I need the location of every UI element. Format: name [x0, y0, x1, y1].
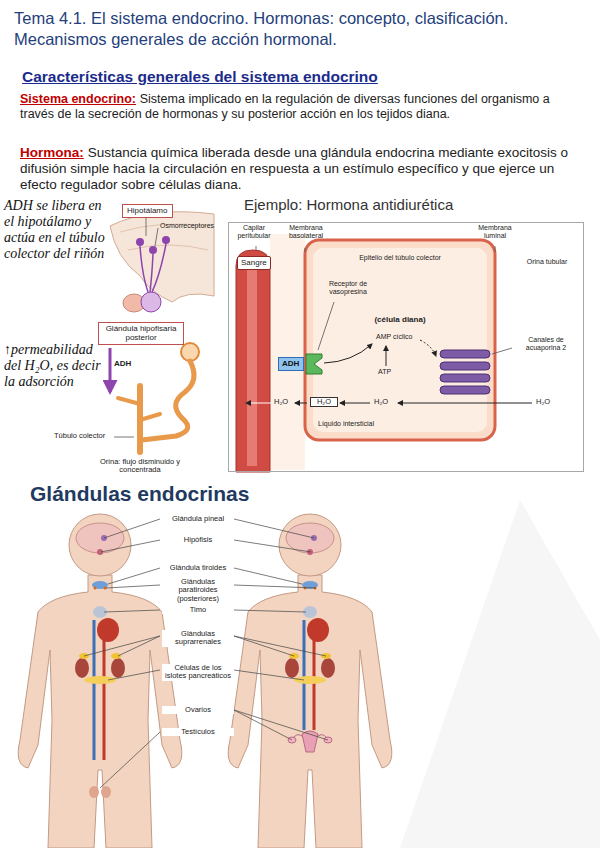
- part-label: Túbulo colector: [54, 432, 114, 440]
- part-label: AMP cíclico: [376, 333, 420, 341]
- part-label: Orina: flujo disminuido y concentrada: [92, 458, 188, 475]
- part-label: Orina tubular: [520, 258, 574, 266]
- part-label: Líquido intersticial: [318, 420, 398, 428]
- organ-label: Hipófisis: [162, 536, 234, 544]
- node-text: Ejemplo: Hormona antidiurética: [244, 196, 453, 213]
- part-label: Receptor de vasopresina: [318, 280, 378, 295]
- section-heading: Características generales del sistema en…: [22, 68, 582, 87]
- node-text: Glándula hipofisaria posterior: [102, 324, 180, 342]
- term-heading: Sistema endocrino:: [20, 92, 136, 106]
- organ-label: Glándulas paratiroides (posteriores): [162, 578, 234, 603]
- organ-label: Células de los islotes pancreáticos: [162, 664, 234, 681]
- female-body: [228, 514, 392, 848]
- definition-paragraph: Hormona:Sustancia química liberada desde…: [20, 145, 588, 194]
- organ-label: Glándula pineal: [162, 515, 234, 523]
- part-label: Epitelio del túbulo colector: [358, 254, 442, 262]
- node-text: ADH: [282, 359, 300, 368]
- cell-illustration: [236, 234, 532, 472]
- node-text: Sangre: [241, 258, 267, 267]
- molecule-label: H₂O: [310, 397, 338, 407]
- part-label: Membrana luminal: [470, 224, 520, 239]
- organ-label: Timo: [162, 606, 234, 614]
- page-title: Tema 4.1. El sistema endocrino. Hormonas…: [14, 8, 596, 49]
- watermark: [400, 500, 600, 848]
- definition-paragraph: Sistema endocrino:Sistema implicado en l…: [20, 92, 580, 122]
- part-label: Capilar peritubular: [230, 224, 278, 239]
- figure-panel: Ejemplo: Hormona antidiuréticaSangreADH: [226, 194, 586, 476]
- molecule-label: H₂O: [274, 398, 294, 406]
- organ-label: Ovarios: [162, 706, 234, 714]
- organ-label: Glándulas suprarrenales: [162, 630, 234, 647]
- leader-lines: [84, 519, 328, 788]
- molecule-label: H₂O: [536, 398, 558, 406]
- label-box: Hipotálamo: [122, 204, 173, 218]
- hormone-box: ADH: [278, 357, 304, 371]
- part-label: (célula diana): [360, 316, 440, 325]
- part-label: ATP: [378, 368, 402, 376]
- term-heading: Hormona:: [20, 145, 84, 160]
- figure-frame: [228, 222, 584, 472]
- definition-text: Sustancia química liberada desde una glá…: [20, 145, 568, 192]
- node-text: Hipotálamo: [127, 206, 168, 215]
- part-label: ADH: [114, 360, 138, 369]
- male-body: [18, 514, 182, 848]
- organ-label: Testículos: [162, 728, 234, 736]
- section-heading: Glándulas endocrinas: [30, 481, 430, 506]
- handwritten-note: ↑permeabilidad del H₂O, es decir la adso…: [4, 342, 104, 390]
- molecule-label: H₂O: [374, 398, 396, 406]
- organ-label: Glándula tiroides: [162, 564, 234, 572]
- label-box: Sangre: [237, 256, 271, 270]
- part-label: Osmorreceptores: [160, 222, 220, 230]
- label-box: Glándula hipofisaria posterior: [98, 322, 184, 345]
- part-label: Membrana basolateral: [280, 224, 332, 239]
- handwritten-note: ADH se libera en el hipotálamo y actúa e…: [4, 198, 114, 262]
- part-label: Canales de acuaporina 2: [514, 336, 578, 351]
